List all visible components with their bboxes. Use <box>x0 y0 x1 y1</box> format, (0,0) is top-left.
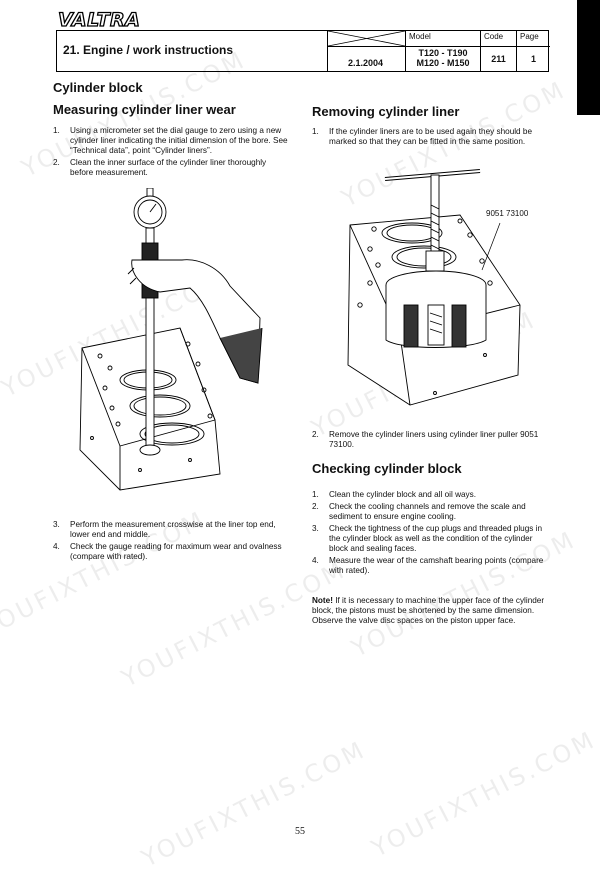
step-text: Remove the cylinder liners using cylinde… <box>329 430 539 449</box>
right-steps-a: 1. If the cylinder liners are to be used … <box>312 127 550 149</box>
header-page-cell: Page 1 <box>516 31 550 71</box>
step-number: 2. <box>312 430 319 439</box>
section-title: Cylinder block <box>53 80 143 95</box>
note-paragraph: Note! If it is necessary to machine the … <box>312 596 548 626</box>
page-label: Page <box>520 32 539 41</box>
step-text: Clean the cylinder block and all oil way… <box>329 490 476 499</box>
watermark: YOUFIXTHIS.COM <box>137 735 371 873</box>
step-item: 3. Perform the measurement crosswise at t… <box>53 520 289 540</box>
step-text: If the cylinder liners are to be used ag… <box>329 127 532 146</box>
step-item: 4. Check the gauge reading for maximum we… <box>53 542 289 562</box>
step-text: Check the gauge reading for maximum wear… <box>70 542 282 561</box>
step-item: 1. If the cylinder liners are to be used … <box>312 127 550 147</box>
step-number: 2. <box>53 158 60 167</box>
step-number: 4. <box>53 542 60 551</box>
liner-puller-illustration <box>347 169 521 406</box>
header-date: 2.1.2004 <box>347 58 384 68</box>
logo-text: VALTRA <box>58 9 140 30</box>
step-number: 2. <box>312 502 319 511</box>
tool-number-label: 9051 73100 <box>486 209 529 218</box>
step-number: 3. <box>53 520 60 529</box>
right-steps-b: 2. Remove the cylinder liners using cylin… <box>312 430 550 452</box>
model-value: T120 - T190 M120 - M150 <box>406 48 480 68</box>
step-text: Check the cooling channels and remove th… <box>329 502 526 521</box>
left-steps-a: 1. Using a micrometer set the dial gauge … <box>53 126 289 180</box>
left-steps-b: 3. Perform the measurement crosswise at t… <box>53 520 289 564</box>
step-item: 2. Clean the inner surface of the cylinde… <box>53 158 289 178</box>
right-subtitle: Removing cylinder liner <box>312 104 460 119</box>
watermark: YOUFIXTHIS.COM <box>367 725 600 863</box>
step-item: 2. Remove the cylinder liners using cylin… <box>312 430 550 450</box>
model-label: Model <box>409 32 431 41</box>
header-divider <box>327 46 550 47</box>
code-value: 211 <box>491 54 506 64</box>
step-item: 3. Check the tightness of the cup plugs a… <box>312 524 550 554</box>
step-number: 1. <box>53 126 60 135</box>
step-number: 1. <box>312 490 319 499</box>
page-number: 55 <box>295 826 305 837</box>
step-item: 1. Using a micrometer set the dial gauge … <box>53 126 289 156</box>
model-line-2: M120 - M150 <box>416 58 470 68</box>
header-code-cell: Code 211 <box>480 31 516 71</box>
model-line-1: T120 - T190 <box>418 48 468 58</box>
header-section-title: 21. Engine / work instructions <box>63 43 234 57</box>
step-number: 3. <box>312 524 319 533</box>
step-text: Measure the wear of the camshaft bearing… <box>329 556 544 575</box>
header-model-cell: Model T120 - T190 M120 - M150 <box>405 31 480 71</box>
step-item: 2. Check the cooling channels and remove … <box>312 502 550 522</box>
cross-lines <box>328 31 405 46</box>
code-label: Code <box>484 32 504 41</box>
header-cross-cell <box>327 31 405 71</box>
step-number: 4. <box>312 556 319 565</box>
step-text: Clean the inner surface of the cylinder … <box>70 158 267 177</box>
page-header: 21. Engine / work instructions 2.1.2004 … <box>56 30 550 72</box>
page-value: 1 <box>530 54 536 64</box>
step-text: Check the tightness of the cup plugs and… <box>329 524 543 553</box>
step-item: 4. Measure the wear of the camshaft beari… <box>312 556 550 576</box>
note-text: If it is necessary to machine the upper … <box>312 596 545 625</box>
step-text: Perform the measurement crosswise at the… <box>70 520 276 539</box>
section-tab-marker <box>577 0 600 115</box>
dial-gauge-illustration <box>79 188 263 491</box>
valtra-logo: VALTRA <box>57 8 140 30</box>
step-number: 1. <box>312 127 319 136</box>
right-steps-c: 1. Clean the cylinder block and all oil w… <box>312 490 550 578</box>
note-label: Note! <box>312 596 333 605</box>
left-subtitle: Measuring cylinder liner wear <box>53 102 236 117</box>
right-subtitle-2: Checking cylinder block <box>312 461 462 476</box>
step-item: 1. Clean the cylinder block and all oil w… <box>312 490 550 500</box>
step-text: Using a micrometer set the dial gauge to… <box>70 126 288 155</box>
